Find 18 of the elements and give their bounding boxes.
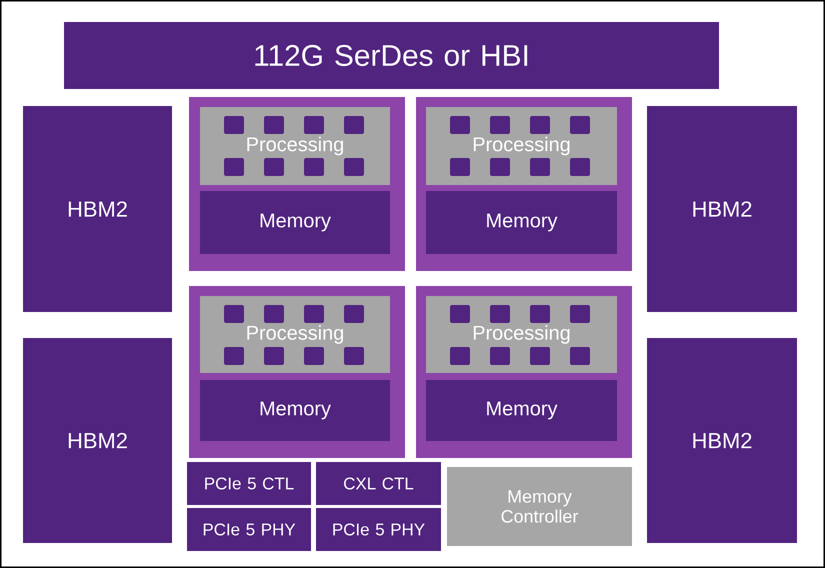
controller-box: Memory Controller — [447, 467, 632, 546]
memory-box: Memory — [200, 380, 390, 441]
controller-box: CXL CTL — [316, 462, 441, 505]
processing-box: Processing — [426, 107, 617, 185]
memory-stack-box: HBM2 — [647, 106, 797, 312]
phy-box: PCIe 5 PHY — [316, 508, 441, 551]
processing-box: Processing — [200, 107, 390, 185]
processing-box: Processing — [426, 296, 617, 373]
memory-stack-box: HBM2 — [23, 338, 172, 543]
phy-box: PCIe 5 PHY — [187, 508, 311, 551]
memory-box: Memory — [426, 380, 617, 441]
title-bar: 112G SerDes or HBI — [64, 22, 719, 89]
controller-box: PCIe 5 CTL — [187, 462, 311, 505]
processing-box: Processing — [200, 296, 390, 373]
memory-box: Memory — [200, 191, 390, 254]
memory-box: Memory — [426, 191, 617, 254]
memory-stack-box: HBM2 — [647, 338, 797, 543]
memory-stack-box: HBM2 — [23, 106, 172, 312]
